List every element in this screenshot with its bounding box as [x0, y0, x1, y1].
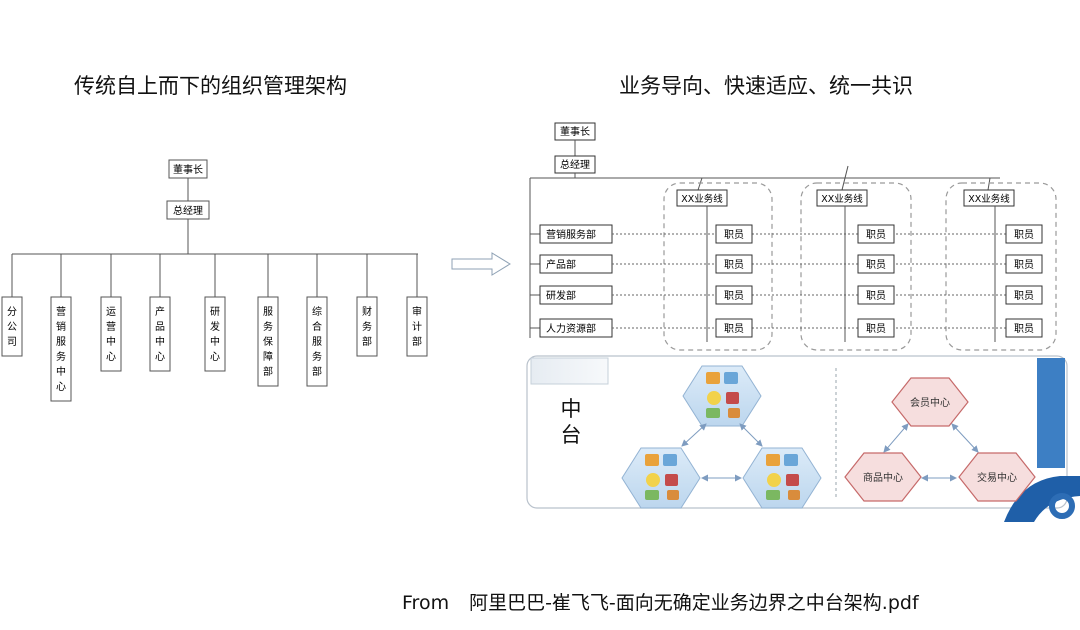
transition-arrow	[451, 252, 511, 276]
trad-chairman-label: 董事长	[173, 163, 203, 176]
biz-connector	[697, 177, 703, 191]
business-line-header-box	[676, 189, 728, 207]
dept-label: 产品部	[546, 258, 576, 271]
staff-label: 职员	[724, 290, 744, 302]
staff-label: 职员	[724, 259, 744, 271]
trad-dept-label: 分公司	[7, 306, 17, 348]
staff-box	[715, 224, 753, 244]
staff-box	[857, 254, 895, 274]
platform-center-label: 交易中心	[977, 471, 1017, 484]
source-footer: From 阿里巴巴-崔飞飞-面向无确定业务边界之中台架构.pdf	[402, 588, 919, 615]
staff-box	[1005, 285, 1043, 305]
platform-center-hexagon	[958, 452, 1036, 502]
center-arrow	[951, 423, 979, 453]
trad-dept-box	[149, 296, 171, 372]
staff-box	[1005, 254, 1043, 274]
business-line-header-label: XX业务线	[681, 193, 723, 205]
middle-platform-panel: 中 台	[526, 355, 1080, 522]
side-blue-bar	[1037, 358, 1065, 468]
staff-box	[857, 224, 895, 244]
platform-label-line1: 中	[561, 397, 582, 421]
trad-dept-label: 运营中心	[106, 306, 116, 363]
trad-dept-box	[1, 296, 23, 357]
staff-box	[1005, 224, 1043, 244]
business-line-header-label: XX业务线	[968, 193, 1010, 205]
trad-dept-box	[356, 296, 378, 357]
staff-box	[857, 318, 895, 338]
staff-label: 职员	[866, 259, 886, 271]
dept-label: 营销服务部	[546, 228, 596, 241]
trad-dept-label: 服务保障部	[263, 306, 273, 378]
staff-box	[715, 254, 753, 274]
trad-dept-label: 财务部	[362, 305, 372, 348]
center-arrow	[883, 423, 909, 453]
business-lines: XX业务线 XX业务线 XX业务线	[663, 182, 1057, 351]
biz-gm-label: 总经理	[560, 158, 590, 171]
staff-box	[857, 285, 895, 305]
staff-label: 职员	[724, 323, 744, 335]
trad-dept-box	[306, 296, 328, 387]
biz-connector	[987, 177, 991, 191]
trad-dept-label: 审计部	[412, 305, 422, 348]
business-line-container	[800, 182, 912, 351]
trad-dept-box	[100, 296, 122, 372]
decorative-arc	[1004, 476, 1080, 522]
staff-label: 职员	[1014, 323, 1034, 335]
footer-from: From	[402, 592, 450, 614]
right-title: 业务导向、快速适应、统一共识	[619, 74, 913, 98]
trad-dept-label: 产品中心	[155, 305, 165, 363]
staff-label: 职员	[866, 229, 886, 241]
dept-label: 人力资源部	[546, 322, 596, 335]
trad-dept-label: 综合服务部	[312, 305, 322, 378]
platform-label-line2: 台	[561, 423, 582, 447]
platform-center-hexagon	[891, 377, 969, 427]
trad-dept-label: 营销服务中心	[56, 305, 66, 393]
biz-chairman-label: 董事长	[560, 125, 590, 138]
capability-arrow	[739, 423, 763, 447]
staff-label: 职员	[724, 229, 744, 241]
business-line-container	[663, 182, 773, 351]
business-line-header-label: XX业务线	[821, 193, 863, 205]
staff-label: 职员	[866, 290, 886, 302]
staff-label: 职员	[866, 323, 886, 335]
trad-dept-label: 研发中心	[210, 306, 220, 363]
trad-dept-box	[50, 296, 72, 402]
department-rows: 营销服务部职员职员职员产品部职员职员职员研发部职员职员职员人力资源部职员职员职员	[530, 206, 1044, 342]
staff-label: 职员	[1014, 229, 1034, 241]
capability-hexagon-right	[742, 447, 822, 509]
staff-box	[715, 318, 753, 338]
business-line-header-box	[816, 189, 868, 207]
trad-departments: 分公司 营销服务中心 运营中心 产品中心 研发中心 服务保障部 综合服务部 财务部 审计部	[1, 254, 428, 402]
decorative-ring	[1049, 493, 1075, 519]
business-line-header-box	[963, 189, 1015, 207]
platform-tab	[530, 357, 609, 385]
dept-label: 研发部	[546, 289, 576, 302]
business-line-container	[945, 182, 1057, 351]
capability-arrow	[681, 423, 707, 447]
trad-dept-box	[406, 296, 428, 357]
staff-label: 职员	[1014, 259, 1034, 271]
capability-hexagon-top	[682, 365, 762, 427]
staff-label: 职员	[1014, 290, 1034, 302]
platform-center-label: 商品中心	[863, 471, 903, 484]
platform-center-label: 会员中心	[910, 396, 950, 409]
trad-gm-label: 总经理	[173, 204, 203, 217]
traditional-org-chart: 董事长 总经理 分公司 营销服务中心 运营中心 产品中心 研发中心 服务保障部 综合服务部 财…	[1, 159, 428, 402]
trad-dept-box	[204, 296, 226, 372]
capability-hexagon-left	[621, 447, 701, 509]
footer-source: 阿里巴巴-崔飞飞-面向无确定业务边界之中台架构.pdf	[469, 592, 919, 614]
staff-box	[1005, 318, 1043, 338]
biz-connector	[841, 165, 849, 191]
staff-box	[715, 285, 753, 305]
trad-dept-box	[257, 296, 279, 387]
left-title: 传统自上而下的组织管理架构	[74, 74, 347, 98]
